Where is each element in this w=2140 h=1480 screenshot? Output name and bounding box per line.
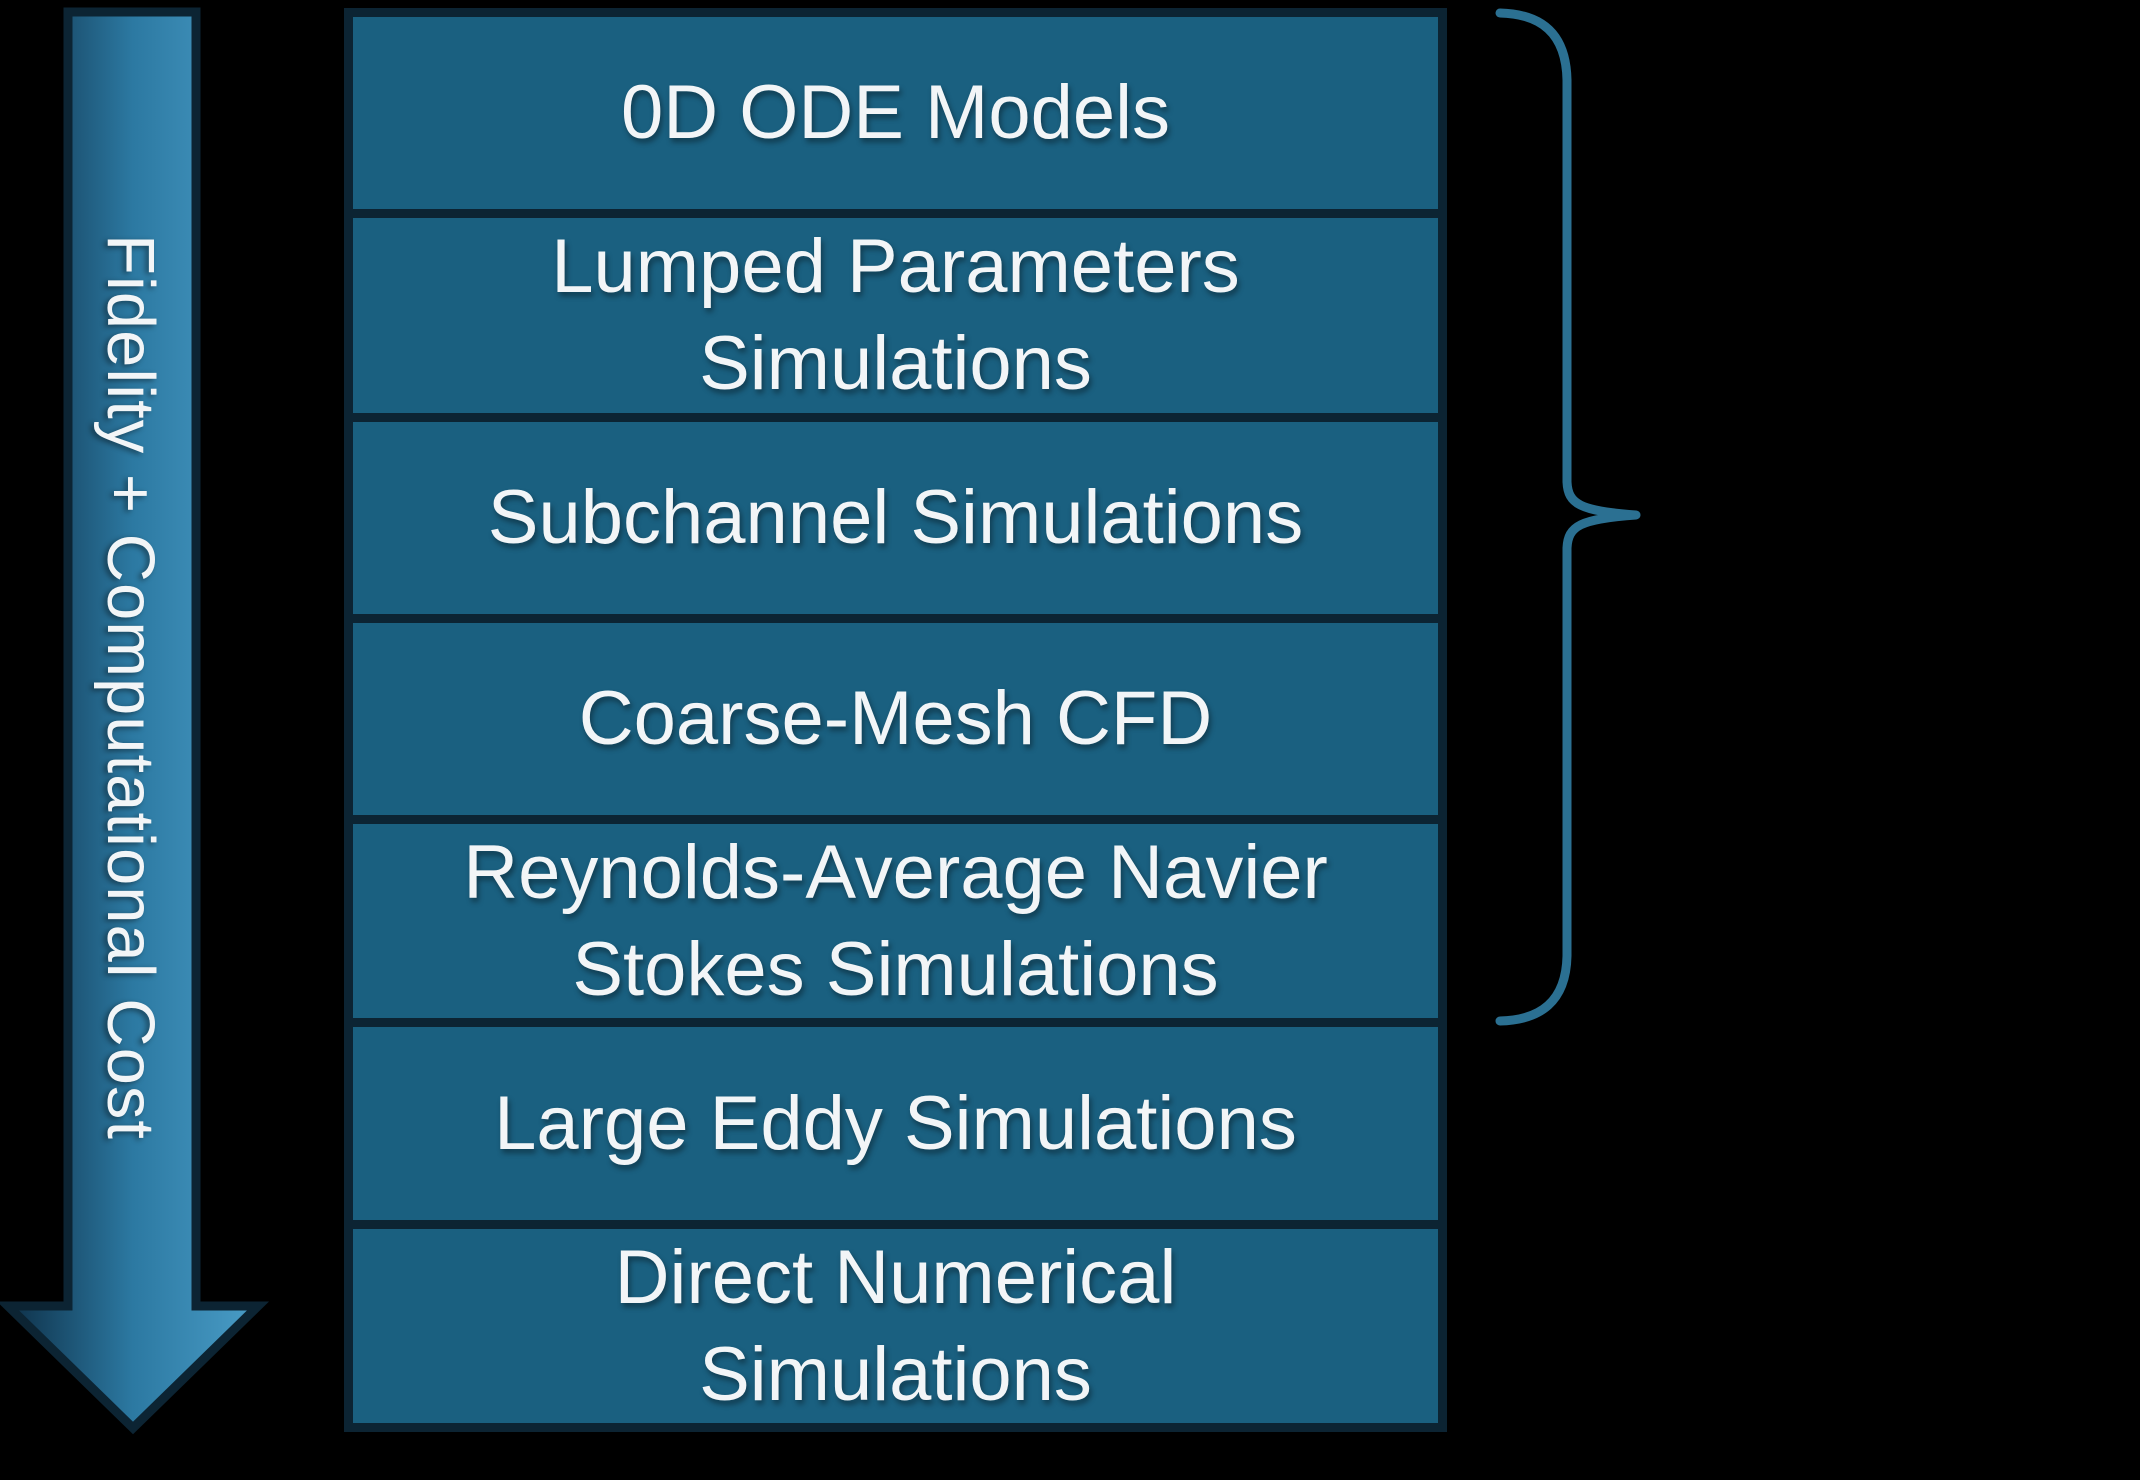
stack-box-les: Large Eddy Simulations xyxy=(353,1018,1438,1220)
stack-box-subchannel: Subchannel Simulations xyxy=(353,412,1438,614)
box-label: Large Eddy Simulations xyxy=(494,1080,1297,1166)
stack-box-coarse-mesh-cfd: Coarse-Mesh CFD xyxy=(353,613,1438,815)
box-label: Lumped Parameters Simulations xyxy=(551,224,1240,407)
box-label: Reynolds-Average Navier Stokes Simulatio… xyxy=(463,829,1328,1013)
right-brace xyxy=(1495,8,1641,1026)
down-arrow-shape xyxy=(0,7,270,1435)
box-label: Subchannel Simulations xyxy=(487,475,1304,561)
stack-box-dns: Direct Numerical Simulations xyxy=(353,1219,1438,1424)
model-stack: 0D ODE Models Lumped Parameters Simulati… xyxy=(344,8,1447,1432)
box-label: Direct Numerical Simulations xyxy=(614,1234,1177,1417)
stack-box-rans: Reynolds-Average Navier Stokes Simulatio… xyxy=(353,814,1438,1019)
stack-box-lumped-parameters: Lumped Parameters Simulations xyxy=(353,209,1438,413)
fidelity-cost-arrow xyxy=(0,7,270,1435)
box-label: 0D ODE Models xyxy=(620,70,1171,156)
stack-box-0d-ode-models: 0D ODE Models xyxy=(353,17,1438,210)
right-brace-path xyxy=(1495,8,1641,1026)
box-label: Coarse-Mesh CFD xyxy=(578,676,1213,762)
